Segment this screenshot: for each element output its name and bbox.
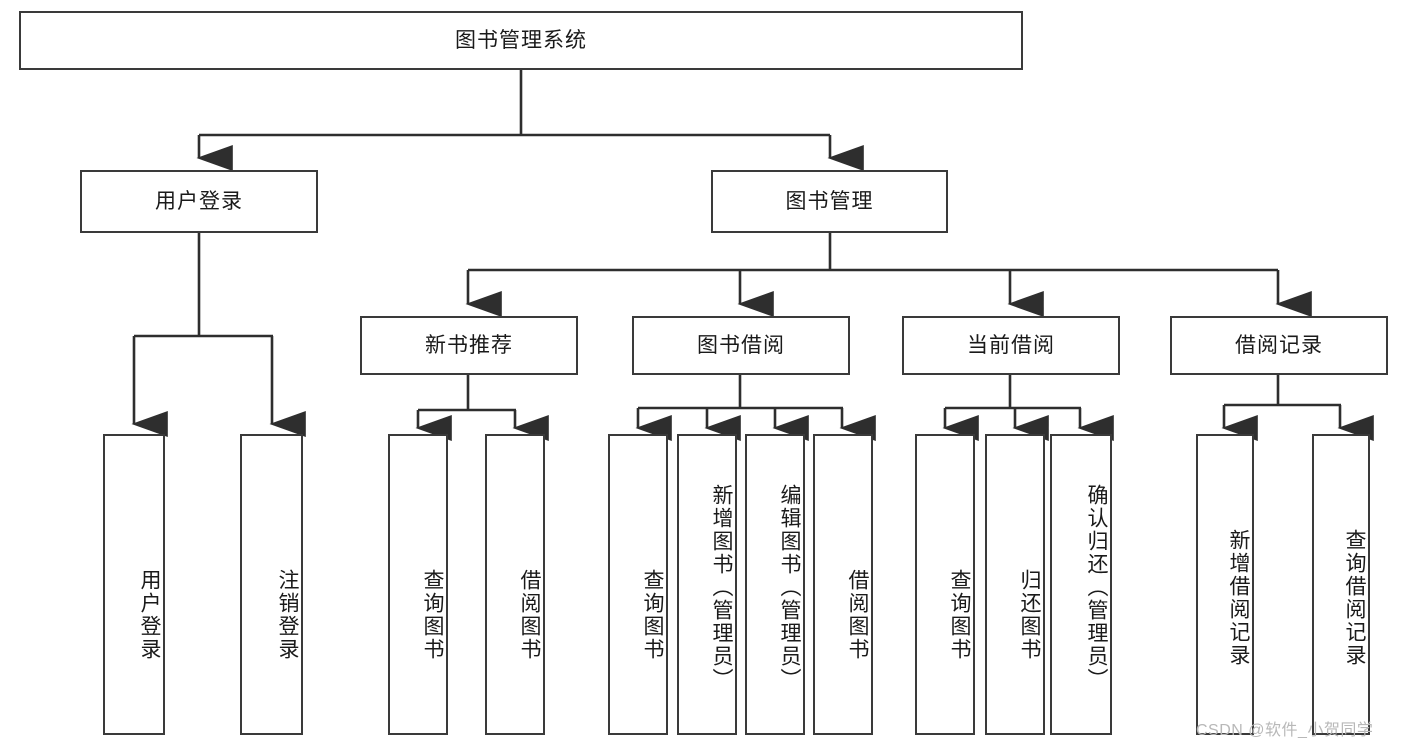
node-leaf-edit-book-label: 编辑图书（管理员） bbox=[778, 484, 801, 691]
node-leaf-query-record-label: 查询借阅记录 bbox=[1343, 528, 1366, 667]
node-leaf-edit-book[interactable]: 编辑图书（管理员） bbox=[745, 434, 805, 735]
node-borrow-record-label: 借阅记录 bbox=[1235, 333, 1323, 357]
node-book-manage-label: 图书管理 bbox=[785, 189, 874, 213]
node-user-login-label: 用户登录 bbox=[155, 189, 243, 213]
node-leaf-logout[interactable]: 注销登录 bbox=[240, 434, 303, 735]
node-root-label: 图书管理系统 bbox=[455, 28, 587, 52]
node-leaf-query-book-1-label: 查询图书 bbox=[421, 568, 444, 661]
node-leaf-add-book-label: 新增图书（管理员） bbox=[710, 484, 733, 691]
node-current-borrow-label: 当前借阅 bbox=[967, 333, 1055, 357]
node-leaf-query-book-2-label: 查询图书 bbox=[641, 568, 664, 661]
node-leaf-query-book-2[interactable]: 查询图书 bbox=[608, 434, 668, 735]
node-leaf-query-book-3[interactable]: 查询图书 bbox=[915, 434, 975, 735]
node-leaf-borrow-book-1-label: 借阅图书 bbox=[518, 568, 541, 661]
node-book-borrow-label: 图书借阅 bbox=[697, 333, 785, 357]
node-leaf-return-book[interactable]: 归还图书 bbox=[985, 434, 1045, 735]
node-leaf-confirm-return[interactable]: 确认归还（管理员） bbox=[1050, 434, 1112, 735]
node-book-manage[interactable]: 图书管理 bbox=[711, 170, 948, 233]
node-leaf-borrow-book-2[interactable]: 借阅图书 bbox=[813, 434, 873, 735]
node-user-login[interactable]: 用户登录 bbox=[80, 170, 318, 233]
node-leaf-query-record[interactable]: 查询借阅记录 bbox=[1312, 434, 1370, 735]
node-new-book-rec-label: 新书推荐 bbox=[425, 333, 513, 357]
node-leaf-borrow-book-2-label: 借阅图书 bbox=[846, 568, 869, 661]
node-leaf-user-login-label: 用户登录 bbox=[138, 568, 161, 661]
csdn-watermark: CSDN @软件_小贺同学 bbox=[1196, 722, 1374, 739]
node-leaf-query-book-1[interactable]: 查询图书 bbox=[388, 434, 448, 735]
node-leaf-borrow-book-1[interactable]: 借阅图书 bbox=[485, 434, 545, 735]
node-new-book-rec[interactable]: 新书推荐 bbox=[360, 316, 578, 375]
node-leaf-logout-label: 注销登录 bbox=[276, 568, 299, 661]
node-book-borrow[interactable]: 图书借阅 bbox=[632, 316, 850, 375]
node-borrow-record[interactable]: 借阅记录 bbox=[1170, 316, 1388, 375]
node-leaf-confirm-return-label: 确认归还（管理员） bbox=[1085, 484, 1108, 691]
node-leaf-add-record-label: 新增借阅记录 bbox=[1227, 528, 1250, 667]
node-current-borrow[interactable]: 当前借阅 bbox=[902, 316, 1120, 375]
node-leaf-return-book-label: 归还图书 bbox=[1018, 568, 1041, 661]
node-leaf-add-book[interactable]: 新增图书（管理员） bbox=[677, 434, 737, 735]
node-leaf-add-record[interactable]: 新增借阅记录 bbox=[1196, 434, 1254, 735]
node-leaf-user-login[interactable]: 用户登录 bbox=[103, 434, 165, 735]
node-leaf-query-book-3-label: 查询图书 bbox=[948, 568, 971, 661]
node-root[interactable]: 图书管理系统 bbox=[19, 11, 1023, 70]
